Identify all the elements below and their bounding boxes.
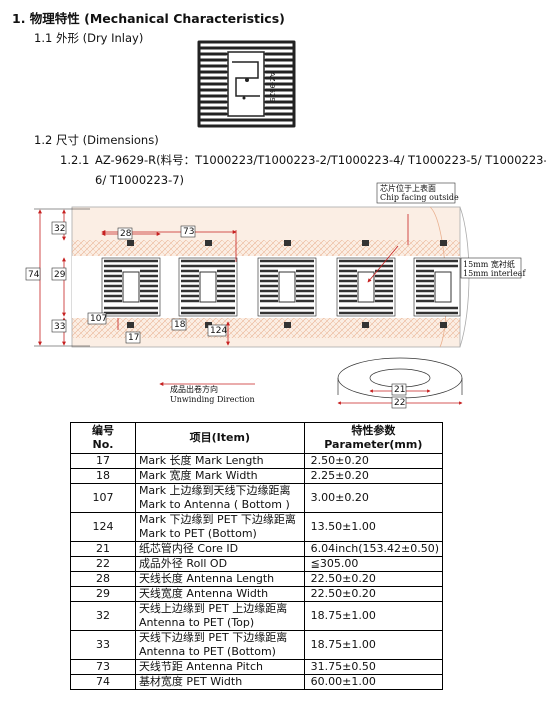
row-no: 21	[70, 541, 136, 557]
dim-17: 17	[128, 333, 139, 343]
model-text-line2: 6/ T1000223-7)	[95, 173, 185, 187]
dim-33: 33	[54, 322, 65, 332]
row-item: 天线节距 Antenna Pitch	[134, 659, 305, 675]
row-value: 13.50±1.00	[303, 512, 444, 542]
dim-18: 18	[174, 320, 186, 330]
row-item-line: Mark 宽度 Mark Width	[138, 469, 258, 482]
row-value: 22.50±0.20	[303, 571, 444, 587]
row-item-line: Antenna to PET (Bottom)	[138, 645, 276, 658]
row-no: 33	[70, 630, 136, 660]
row-item-line: 天线长度 Antenna Length	[138, 572, 275, 585]
dim-29: 29	[54, 270, 66, 280]
row-item: Mark 宽度 Mark Width	[134, 468, 305, 484]
row-no: 22	[70, 556, 136, 572]
header-no: 编号 No.	[70, 422, 136, 454]
row-no: 74	[70, 674, 136, 690]
row-item-line: Mark to Antenna ( Bottom )	[138, 498, 290, 511]
shape-heading: 1.1 外形 (Dry Inlay)	[34, 31, 144, 45]
row-value: 6.04inch(153.42±0.50)	[303, 541, 444, 557]
row-no: 17	[70, 453, 136, 469]
row-no: 29	[70, 586, 136, 602]
chip-note-en: Chip facing outside	[380, 193, 459, 202]
row-value: 18.75±1.00	[303, 630, 444, 660]
row-no: 32	[70, 601, 136, 631]
web-strip	[71, 206, 470, 348]
row-item-line: 天线宽度 Antenna Width	[138, 587, 269, 600]
model-text-line1: AZ-9629-R(料号：T1000223/T1000223-2/T100022…	[95, 153, 546, 167]
row-item-line: 基材宽度 PET Width	[138, 675, 243, 688]
row-item: Mark 长度 Mark Length	[134, 453, 305, 469]
dimensions-heading: 1.2 尺寸 (Dimensions)	[34, 133, 159, 147]
row-no: 28	[70, 571, 136, 587]
dim-21: 21	[394, 385, 405, 395]
model-number: 1.2.1	[60, 153, 90, 167]
row-item-line: Mark 上边缘到天线下边缘距离	[138, 484, 291, 497]
row-item-line: 天线下边缘到 PET 下边缘距离	[138, 631, 288, 644]
dry-inlay-image: AZ-9629	[197, 40, 296, 128]
row-no: 124	[70, 512, 136, 542]
row-item-line: Mark 长度 Mark Length	[138, 454, 264, 467]
dimension-drawing: AZ-9629	[25, 40, 526, 409]
row-value: 60.00±1.00	[303, 674, 444, 690]
header-param: 特性参数 Parameter(mm)	[303, 422, 444, 454]
row-value: 3.00±0.20	[303, 483, 444, 513]
row-value: 31.75±0.50	[303, 659, 444, 675]
dim-32: 32	[54, 224, 65, 234]
section-title: 1. 物理特性 (Mechanical Characteristics)	[12, 11, 285, 26]
row-item-line: 纸芯管内径 Core ID	[138, 542, 239, 555]
row-no: 107	[70, 483, 136, 513]
row-value: 2.50±0.20	[303, 453, 444, 469]
row-item-line: Mark to PET (Bottom)	[138, 527, 257, 540]
dim-22: 22	[394, 398, 405, 408]
row-item: 成品外径 Roll OD	[134, 556, 305, 572]
row-item-line: 天线上边缘到 PET 上边缘距离	[138, 602, 288, 615]
row-no: 18	[70, 468, 136, 484]
dim-124: 124	[210, 326, 227, 336]
row-item: 基材宽度 PET Width	[134, 674, 305, 690]
unwind-en: Unwinding Direction	[170, 395, 255, 404]
row-item: 纸芯管内径 Core ID	[134, 541, 305, 557]
liner-note-en: 15mm interleaf	[463, 269, 526, 278]
dim-74: 74	[28, 270, 40, 280]
row-item: 天线宽度 Antenna Width	[134, 586, 305, 602]
row-item-line: 成品外径 Roll OD	[138, 557, 228, 570]
row-value: 2.25±0.20	[303, 468, 444, 484]
row-value: ≦305.00	[303, 556, 444, 572]
dim-73: 73	[183, 227, 194, 237]
dim-28: 28	[120, 229, 132, 239]
dim-107: 107	[90, 314, 107, 324]
row-item-line: 天线节距 Antenna Pitch	[138, 660, 263, 673]
row-item: 天线长度 Antenna Length	[134, 571, 305, 587]
row-item-line: Antenna to PET (Top)	[138, 616, 255, 629]
unwind-cn: 成品出卷方向	[170, 384, 218, 394]
row-value: 18.75±1.00	[303, 601, 444, 631]
liner-note-cn: 15mm 宽衬纸	[463, 259, 515, 269]
header-item: 项目(Item)	[134, 422, 305, 454]
row-value: 22.50±0.20	[303, 586, 444, 602]
chip-note-cn: 芯片位于上表面	[380, 183, 436, 193]
inlay-chip-text: AZ-9629	[268, 72, 276, 102]
row-item-line: Mark 下边缘到 PET 下边缘距离	[138, 513, 296, 526]
row-no: 73	[70, 659, 136, 675]
table-header-row: 编号 No. 项目(Item) 特性参数 Parameter(mm)	[70, 422, 444, 454]
roll-drawing	[337, 357, 463, 405]
